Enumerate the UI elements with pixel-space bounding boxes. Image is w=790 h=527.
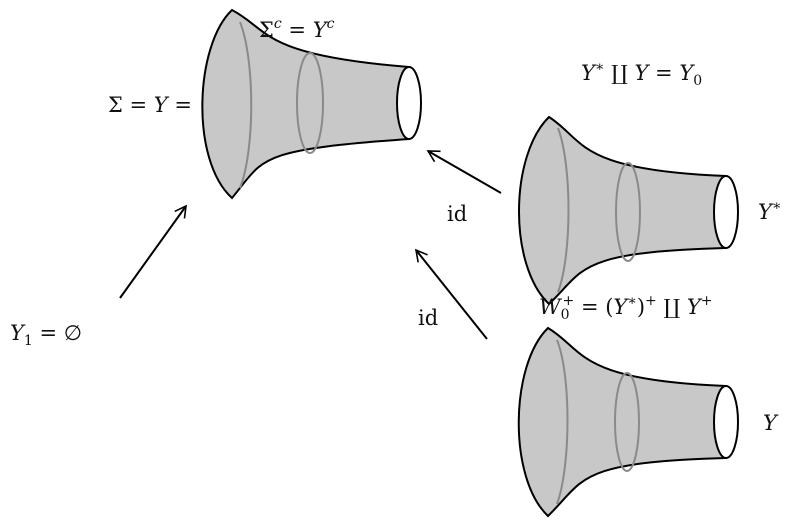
trumpet-sigma-inner-ring-2 [296, 52, 324, 154]
label-y-star: Y∗ [758, 198, 782, 224]
label-sigma-eq-y: Σ = Y = [108, 93, 192, 117]
trumpet-y-star-opening [713, 175, 739, 249]
trumpet-y-opening [713, 385, 739, 459]
label-y: Y [763, 411, 777, 435]
arrow-y1-to-sigma [119, 204, 187, 299]
label-sigma-c-eq-y-c: Σc = Yc [259, 16, 335, 42]
label-id-lower: id [418, 306, 439, 330]
trumpet-y-star-inner-ring-1 [557, 127, 570, 293]
trumpet-sigma [201, 8, 422, 200]
trumpet-y-star-inner-ring-2 [615, 162, 641, 262]
trumpet-y-inner-ring-1 [556, 339, 569, 505]
label-y1-eq-empty: Y1 = ∅ [10, 321, 83, 349]
trumpet-y-body [517, 326, 727, 518]
label-y-star-coprod-y-eq-y0: Y∗ ∐ Y = Y0 [581, 59, 703, 89]
label-w0-plus: W0+ = (Y∗)+ ∐ Y+ [539, 293, 713, 323]
trumpet-sigma-opening [396, 66, 422, 140]
trumpet-y-inner-ring-2 [614, 372, 640, 472]
trumpet-sigma-inner-ring-1 [239, 21, 253, 189]
arrow-y-star-to-sigma [426, 150, 502, 194]
trumpet-y [517, 326, 739, 518]
label-id-upper: id [447, 202, 468, 226]
trumpet-sigma-body [201, 8, 410, 200]
trumpet-y-star-body [518, 115, 727, 306]
arrow-y-to-sigma [414, 248, 488, 340]
trumpet-y-star [518, 115, 739, 306]
